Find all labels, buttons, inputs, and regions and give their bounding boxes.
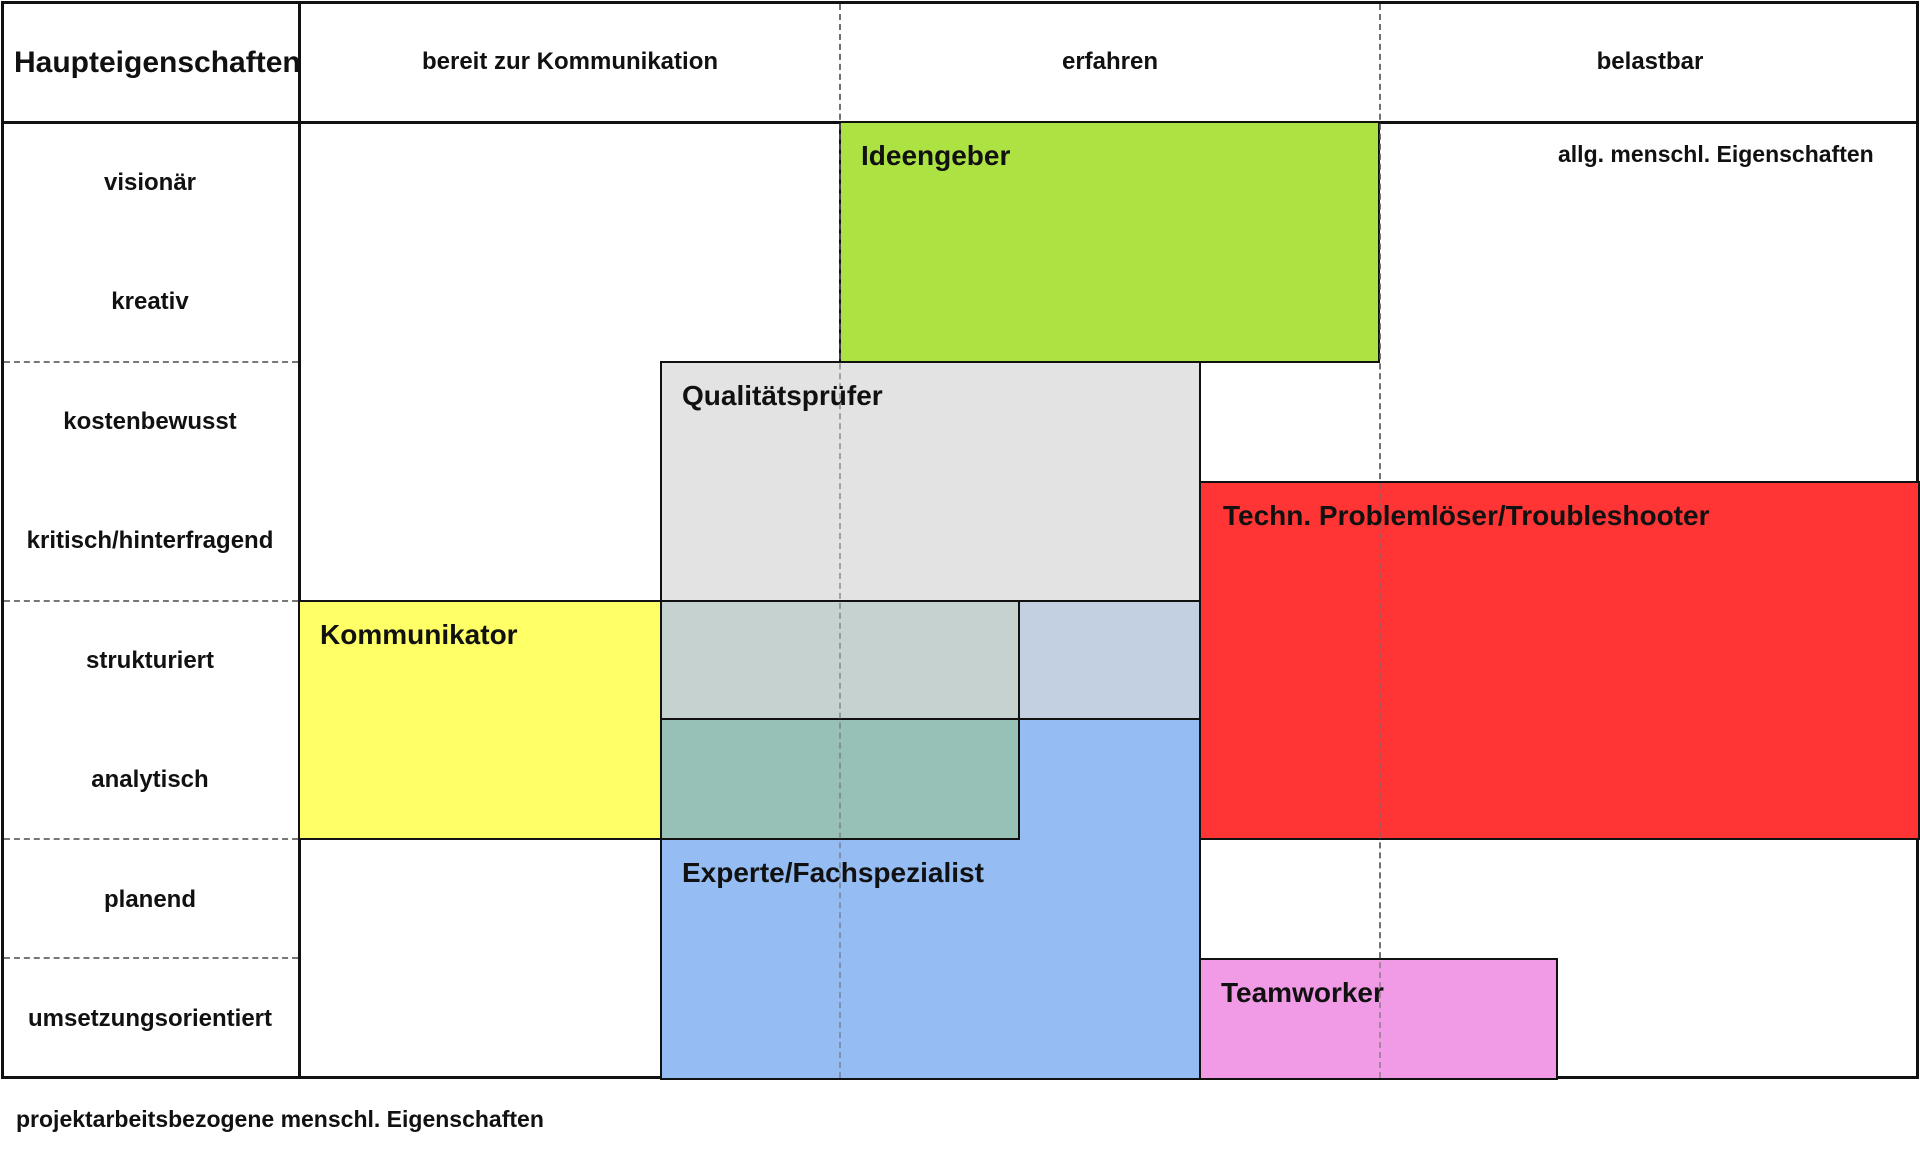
row-label-umsetzungsorientiert: umsetzungsorientiert <box>27 1005 273 1032</box>
row-header-divider <box>298 1 301 1079</box>
role-box-ideengeber <box>839 121 1380 363</box>
column-header-belastbar: belastbar <box>1596 48 1704 75</box>
role-box-qualitaetspruefer <box>660 361 1201 602</box>
row-label-strukturiert: strukturiert <box>85 647 215 674</box>
row-label-kreativ: kreativ <box>111 288 189 315</box>
role-label-teamworker: Teamworker <box>1221 977 1384 1008</box>
role-box-teamworker <box>1199 958 1558 1080</box>
role-label-qualitaetspruefer: Qualitätsprüfer <box>682 380 883 411</box>
role-box-problemloeser <box>1199 481 1920 840</box>
column-divider-2-overlay <box>1379 4 1381 1078</box>
row-label-kostenbewusst: kostenbewusst <box>63 408 237 435</box>
row-label-kritisch: kritisch/hinterfragend <box>26 527 274 554</box>
column-header-erfahren: erfahren <box>1061 48 1159 75</box>
role-label-problemloeser: Techn. Problemlöser/Troubleshooter <box>1223 500 1710 531</box>
overlap-qualitaetspruefer-experte <box>1018 600 1201 720</box>
row-divider-4 <box>4 957 298 959</box>
row-divider-3 <box>4 838 298 840</box>
role-label-kommunikator: Kommunikator <box>320 619 518 650</box>
role-label-experte: Experte/Fachspezialist <box>682 857 984 888</box>
row-divider-2 <box>4 600 298 602</box>
corner-header: Haupteigenschaften <box>14 46 301 79</box>
row-label-analytisch: analytisch <box>91 766 209 793</box>
note-general-traits: allg. menschl. Eigenschaften <box>1558 141 1874 167</box>
role-label-ideengeber: Ideengeber <box>861 140 1011 171</box>
row-divider-1 <box>4 361 298 363</box>
role-box-kommunikator <box>298 600 662 840</box>
note-project-traits: projektarbeitsbezogene menschl. Eigensch… <box>16 1106 544 1132</box>
row-label-planend: planend <box>103 886 196 913</box>
column-divider-1-overlay <box>839 4 841 1078</box>
row-label-visionaer: visionär <box>103 169 197 196</box>
column-header-kommunikation: bereit zur Kommunikation <box>421 48 719 75</box>
